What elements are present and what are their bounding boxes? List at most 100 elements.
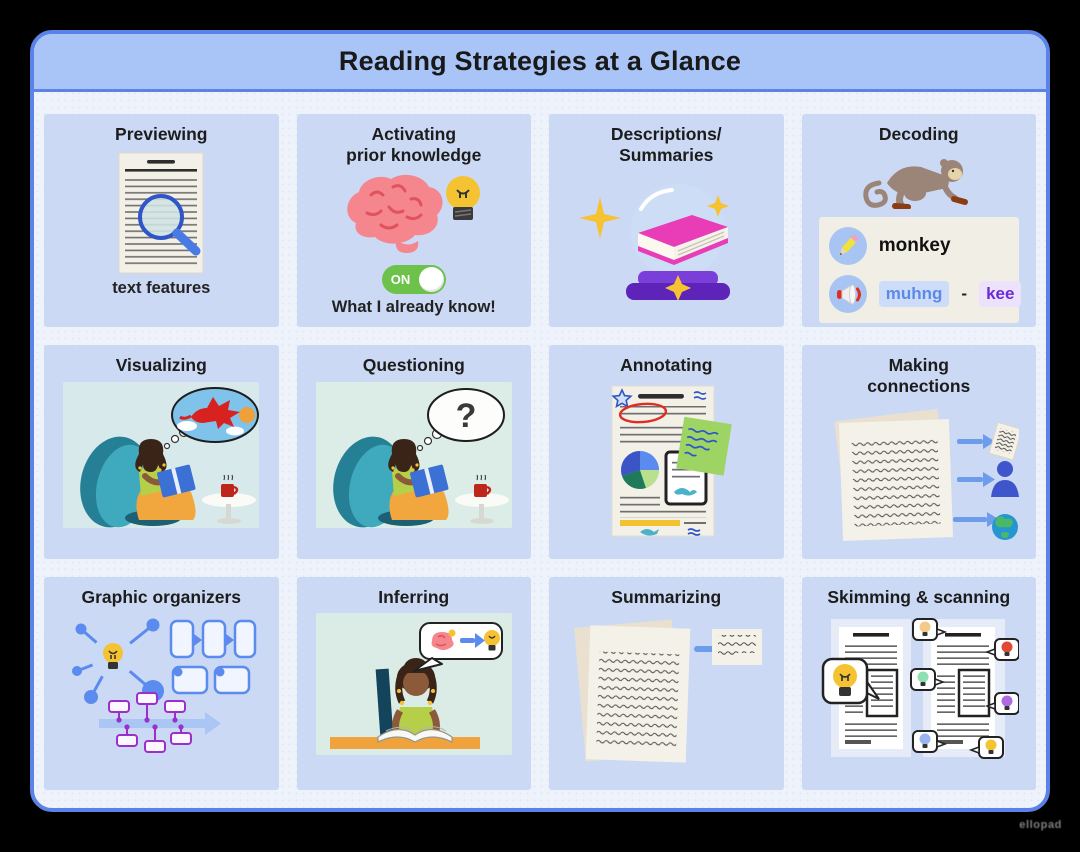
lightbulb-icon [832,664,857,689]
card-title: Graphic organizers [81,586,242,607]
magnifier-lens-icon [138,193,185,240]
mug-icon [221,483,235,497]
phonetics-row: muhng - kee [828,274,1022,313]
side-table [454,492,509,507]
decoding-panel: monkey muhng - kee [818,216,1022,323]
magnifier-document-icon [118,152,204,274]
syllable-separator: - [961,283,968,303]
monkey-illustration [859,151,979,209]
arrow-icon [194,634,203,647]
card-annotating: Annotating [549,345,784,559]
scan-bubble-yellow [968,736,1004,760]
inferring-scene [315,613,512,756]
brain-bulb-icon [347,175,480,254]
toggle-knob-icon [418,267,444,293]
book-icon [638,215,729,248]
pencil-icon [839,234,859,255]
card-title: Inferring [378,586,450,607]
scan-bubble-green [909,668,945,692]
whale-icon [674,487,698,496]
crystal-ball-book-icon [579,184,731,302]
sticky-note [676,416,733,476]
chair-back [375,668,394,740]
card-summarizing: Summarizing [549,576,784,790]
card-caption: text features [112,278,211,297]
scan-bubble-blue [911,730,947,754]
arrow-icon [474,633,485,649]
person-icon [996,460,1013,477]
skimming-scanning-diagram [821,618,1019,760]
card-title: Summarizing [611,586,722,607]
speech-bubble [412,622,503,673]
connections-diagram [834,408,1019,541]
star-icon [611,388,633,408]
card-activating-prior-knowledge: Activating prior knowledge ON What I alr… [296,114,531,328]
card-descriptions-summaries: Descriptions/ Summaries [549,114,784,328]
pencil-badge [828,226,867,265]
arrow-icon [982,471,995,487]
scan-bubble-purple [984,692,1019,716]
connections-illustration [819,403,1019,543]
organizers-illustration [65,613,257,763]
big-idea-bubble [821,658,880,705]
arrow-icon [982,433,995,449]
question-mark-text: ? [455,397,476,435]
card-inferring: Inferring [296,576,531,790]
full-text-page [585,625,691,763]
infographic-board: Reading Strategies at a Glance Previewin… [30,30,1050,812]
brain-lightbulb-illustration [339,171,489,259]
brain-icon [347,175,443,244]
annotated-document-illustration [596,382,736,540]
sparkle-icon [579,197,622,240]
summarizing-diagram [574,619,763,763]
card-title: Descriptions/ Summaries [610,124,722,165]
card-skimming-scanning: Skimming & scanning [801,576,1036,790]
text-to-text-page [988,421,1019,461]
thought-bubble [426,387,505,442]
card-making-connections: Making connections [801,345,1036,559]
card-title: Visualizing [115,355,207,376]
card-title: Questioning [362,355,465,376]
visualizing-scene [63,381,260,528]
card-graphic-organizers: Graphic organizers [44,576,279,790]
card-decoding: Decoding [801,114,1036,328]
sparkle-icon [665,275,692,302]
sparkle-icon [707,195,730,218]
red-circle-annotation [619,402,668,424]
crystal-ball-illustration [578,171,754,305]
desk [329,737,480,750]
megaphone-icon [836,283,861,305]
book-icon [157,464,196,498]
timeline-chart [99,692,222,754]
card-title: Making connections [867,355,971,396]
card-title: Previewing [115,124,208,144]
card-questioning: Questioning [296,345,531,559]
syllable-chip: muhng [878,280,950,307]
card-title: Annotating [620,355,713,376]
book-icon [409,464,449,498]
card-title: Activating prior knowledge [346,124,482,165]
right-document [930,627,995,750]
open-book-icon [377,729,453,744]
highlight-bar [620,519,681,526]
summary-note [712,629,763,666]
brain-icon [431,632,454,651]
monkey-icon [863,158,968,209]
whale-icon [640,528,660,536]
arrow-icon [986,511,999,527]
source-text-page [838,418,953,541]
card-visualizing: Visualizing [44,345,279,559]
megaphone-badge [828,274,867,313]
document-magnifier-illustration [111,151,211,275]
skimming-illustration [819,613,1019,761]
reader-daydream-illustration [63,381,260,528]
watermark-logo: ellopad [1019,819,1062,831]
page-title: Reading Strategies at a Glance [338,46,742,76]
sequence-chart [170,620,257,695]
reader-question-illustration: ? [315,381,512,528]
mug-icon [473,483,487,497]
strategy-grid: Previewing text features [34,92,1046,808]
arrow-icon [226,634,235,647]
girl-head [402,670,429,697]
dragon-icon [191,396,241,429]
